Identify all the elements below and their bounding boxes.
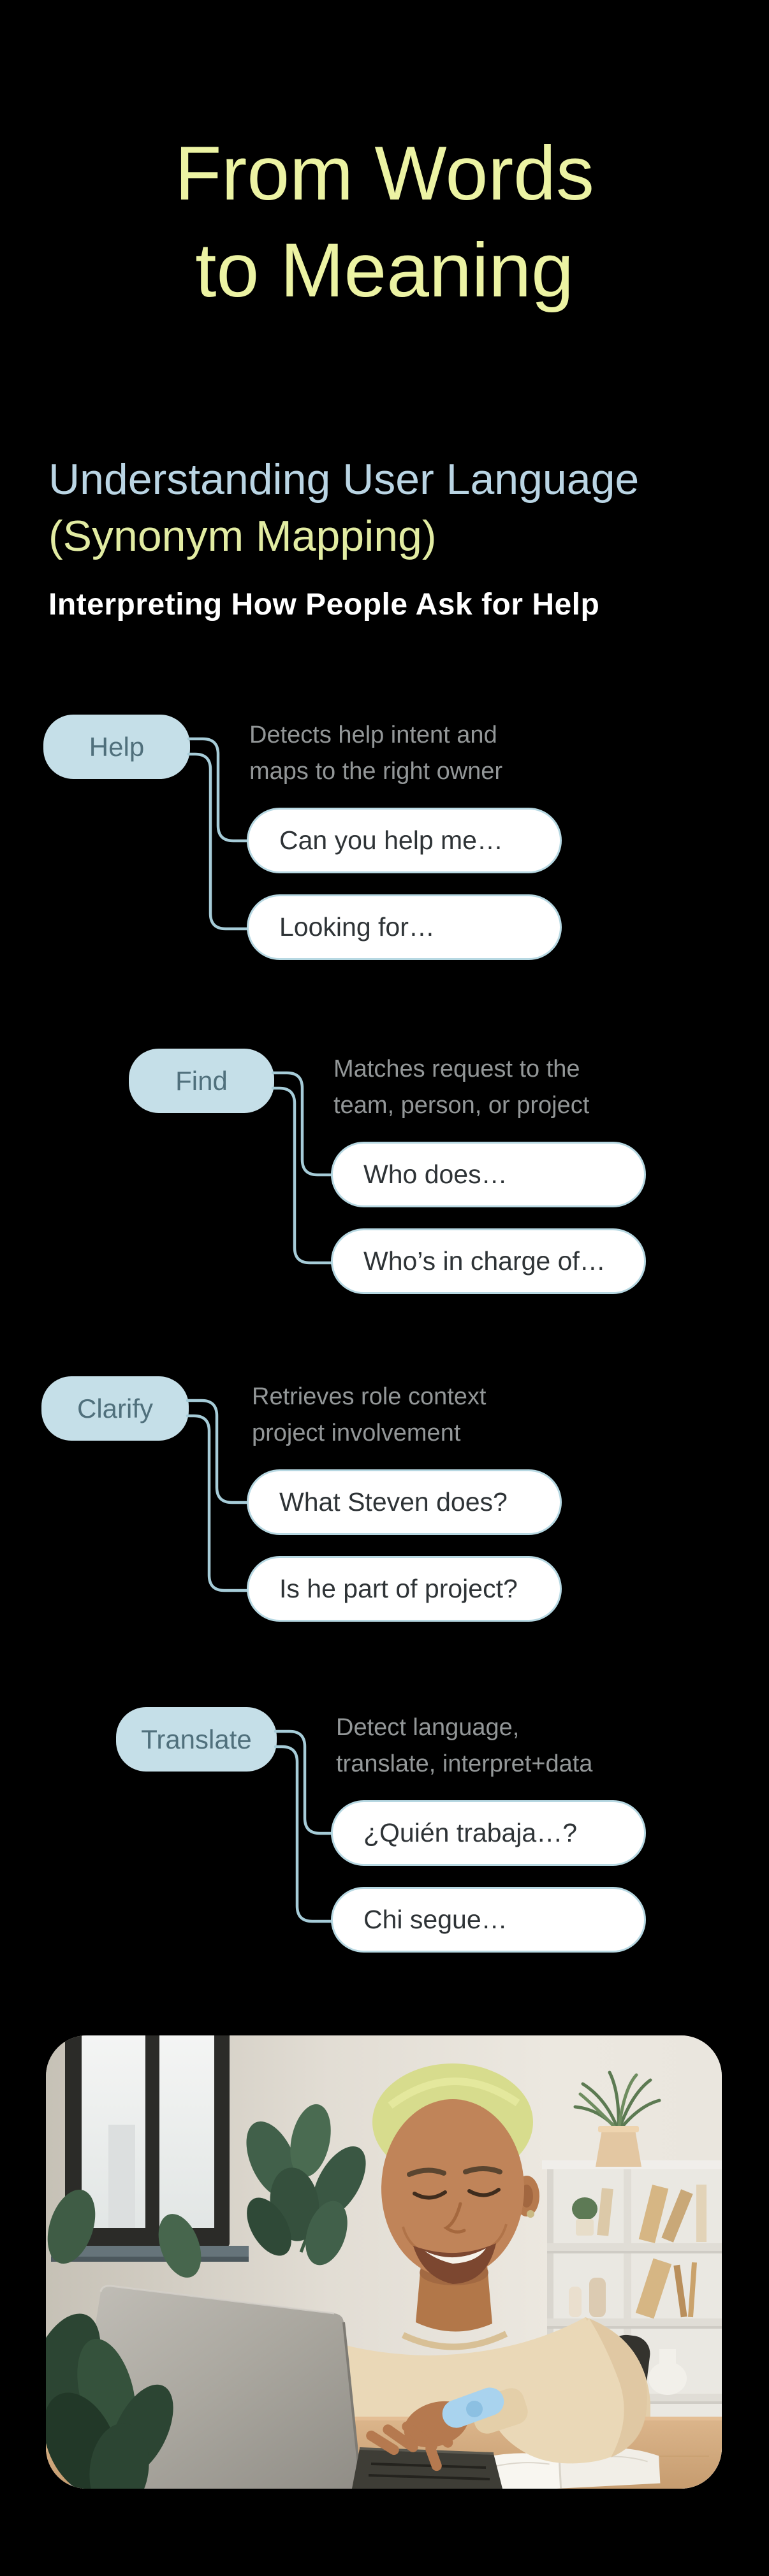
help-connector-lines: [187, 737, 253, 931]
clarify-description-line2: project involvement: [252, 1420, 461, 1446]
clarify-example-bubble-2: Is he part of project?: [247, 1556, 562, 1622]
help-pill-label: Help: [89, 731, 145, 762]
earring: [527, 2210, 534, 2218]
help-description-line1: Detects help intent and: [249, 722, 497, 748]
find-description-line2: team, person, or project: [333, 1092, 590, 1119]
bubble-text: Who does…: [363, 1160, 508, 1189]
translate-example-bubble-2: Chi segue…: [331, 1887, 646, 1953]
translate-description: Detect language, translate, interpret+da…: [336, 1710, 592, 1782]
find-pill-label: Find: [175, 1065, 228, 1096]
find-example-bubble-1: Who does…: [331, 1142, 646, 1207]
nose: [443, 2202, 466, 2234]
find-description: Matches request to the team, person, or …: [333, 1051, 589, 1124]
translate-description-line2: translate, interpret+data: [336, 1750, 593, 1777]
bubble-text: Chi segue…: [363, 1905, 508, 1934]
section-heading: Understanding User Language (Synonym Map…: [48, 451, 639, 565]
arm-and-hand: [366, 2318, 647, 2471]
clarify-description: Retrieves role context project involveme…: [252, 1379, 487, 1452]
translate-example-bubble-1: ¿Quién trabaja…?: [331, 1800, 646, 1866]
clarify-pill-label: Clarify: [77, 1393, 153, 1423]
bubble-text: ¿Quién trabaja…?: [363, 1818, 578, 1847]
clarify-description-line1: Retrieves role context: [252, 1383, 487, 1410]
translate-description-line1: Detect language,: [336, 1714, 520, 1741]
photo: [46, 2035, 722, 2489]
help-description: Detects help intent and maps to the righ…: [249, 717, 502, 790]
teeth: [425, 2248, 486, 2264]
find-pill: Find: [129, 1049, 274, 1113]
translate-pill-label: Translate: [141, 1724, 252, 1754]
window: [51, 2035, 249, 2262]
translate-connector-lines: [274, 1729, 339, 1923]
window-plant-leaves: [47, 2189, 201, 2278]
tagline: Interpreting How People Ask for Help: [48, 588, 600, 622]
section-heading-line2: (Synonym Mapping): [48, 512, 437, 560]
page-title: From Words to Meaning: [0, 125, 769, 319]
bubble-text: Looking for…: [279, 912, 435, 942]
page-title-line2: to Meaning: [195, 228, 574, 313]
translate-pill: Translate: [116, 1707, 277, 1772]
bubble-text: Is he part of project?: [279, 1574, 518, 1603]
help-example-bubble-1: Can you help me…: [247, 808, 562, 873]
laptop-keyboard: [352, 2447, 502, 2489]
closed-eyes: [413, 2190, 447, 2200]
bubble-text: What Steven does?: [279, 1487, 508, 1517]
find-example-bubble-2: Who’s in charge of…: [331, 1228, 646, 1294]
wristband: [442, 2387, 504, 2428]
page-title-line1: From Words: [175, 131, 594, 216]
bubble-text: Can you help me…: [279, 826, 503, 855]
photo-illustration: [46, 2035, 722, 2489]
section-heading-line1: Understanding User Language: [48, 455, 640, 504]
clarify-pill: Clarify: [41, 1376, 189, 1441]
find-connector-lines: [271, 1071, 337, 1265]
person-head: [372, 2063, 539, 2284]
bubble-text: Who’s in charge of…: [363, 1246, 606, 1276]
face: [381, 2099, 524, 2278]
help-description-line2: maps to the right owner: [249, 758, 503, 785]
collar: [401, 2331, 508, 2350]
find-description-line1: Matches request to the: [333, 1056, 580, 1082]
clarify-example-bubble-1: What Steven does?: [247, 1469, 562, 1535]
clarify-connector-lines: [186, 1399, 251, 1592]
help-pill: Help: [43, 715, 190, 779]
shelf-plant: [573, 2070, 661, 2167]
corner-plant: [46, 2313, 173, 2489]
houseplant: [246, 2104, 366, 2266]
help-example-bubble-2: Looking for…: [247, 894, 562, 960]
